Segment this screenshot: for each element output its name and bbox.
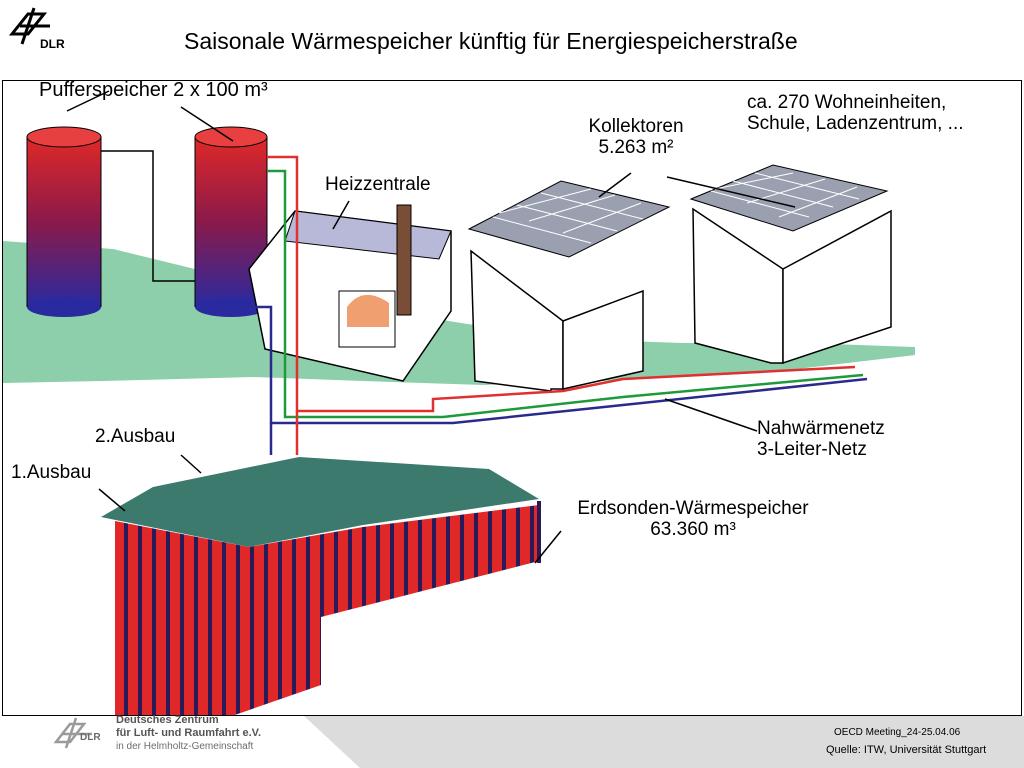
- ground-storage: [101, 457, 541, 715]
- footer-dlr-logo-icon: [53, 717, 92, 749]
- heating-central-label: Heizzentrale: [325, 174, 431, 195]
- footer-meeting: OECD Meeting_24-25.04.06: [834, 727, 961, 738]
- slide-title: Saisonale Wärmespeicher künftig für Ener…: [184, 28, 798, 54]
- dlr-logo: DLR: [4, 4, 84, 51]
- house-2: [689, 164, 892, 365]
- house-1: [467, 180, 671, 392]
- system-diagram: Pufferspeicher 2 x 100 m³ Heizzentrale K…: [2, 80, 1022, 716]
- buffer-tank-1: [26, 126, 102, 317]
- buffer-storage-label: Pufferspeicher 2 x 100 m³: [39, 80, 268, 101]
- logo-text: DLR: [40, 37, 65, 48]
- dlr-logo-icon: DLR: [8, 7, 65, 51]
- footer-logo-text: DLR: [80, 732, 101, 743]
- footer-source: Quelle: ITW, Universität Stuttgart: [826, 744, 987, 756]
- buffer-leader-1: [66, 90, 110, 112]
- footer-organization: Deutsches Zentrum für Luft- und Raumfahr…: [116, 714, 262, 752]
- heating-central: [248, 204, 452, 382]
- footer-band: DLR: [53, 716, 1024, 768]
- diagram-graphic: [3, 90, 915, 715]
- stage2-label: 2.Ausbau: [95, 426, 176, 447]
- buffer-leader-2: [180, 106, 234, 142]
- stage1-label: 1.Ausbau: [11, 462, 92, 483]
- buildings-label: ca. 270 Wohneinheiten,Schule, Ladenzentr…: [747, 92, 964, 134]
